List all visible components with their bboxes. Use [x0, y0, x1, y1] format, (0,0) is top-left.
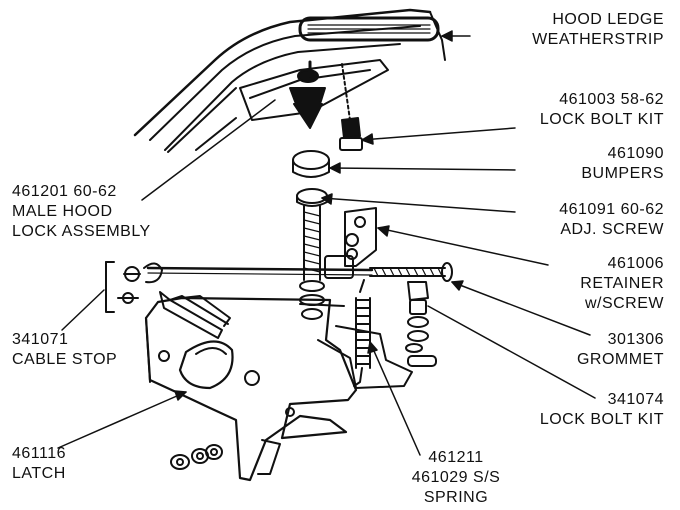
male-hood-lock-assembly: [289, 60, 326, 129]
label-spring: 461211 461029 S/S SPRING: [411, 449, 501, 506]
label-hood-ledge-weatherstrip: HOOD LEDGE WEATHERSTRIP: [532, 11, 664, 48]
label-male-hood-lock-assembly: 461201 60-62 MALE HOOD LOCK ASSEMBLY: [12, 183, 151, 240]
latch-plate: [144, 295, 413, 482]
label-lock-bolt-kit-bottom: 341074 LOCK BOLT KIT: [539, 391, 664, 428]
cable-stop: [105, 261, 163, 313]
label-grommet: 301306 GROMMET: [576, 331, 664, 368]
adjusting-screw: [296, 188, 328, 281]
leader-lines: [57, 30, 596, 456]
retainer-bracket: [344, 207, 377, 267]
label-bumpers: 461090 BUMPERS: [581, 145, 664, 182]
release-cable: [146, 255, 374, 279]
threaded-rod: [369, 262, 453, 282]
hood-ledge-weatherstrip: [298, 16, 440, 42]
loose-nuts-washers: [170, 444, 223, 470]
hood-inner-panel: [133, 8, 446, 153]
lock-bolt-top: [339, 63, 363, 151]
lock-bolt-right: [405, 281, 437, 367]
label-retainer: 461006 RETAINER w/SCREW: [580, 255, 664, 312]
label-cable-stop: 341071 CABLE STOP: [12, 331, 118, 368]
label-lock-bolt-kit-top: 461003 58-62 LOCK BOLT KIT: [539, 91, 664, 128]
label-latch: 461116 LATCH: [12, 445, 67, 482]
label-adj-screw: 461091 60-62 ADJ. SCREW: [559, 201, 664, 238]
bumper: [292, 150, 330, 178]
latch-spring: [353, 279, 371, 387]
